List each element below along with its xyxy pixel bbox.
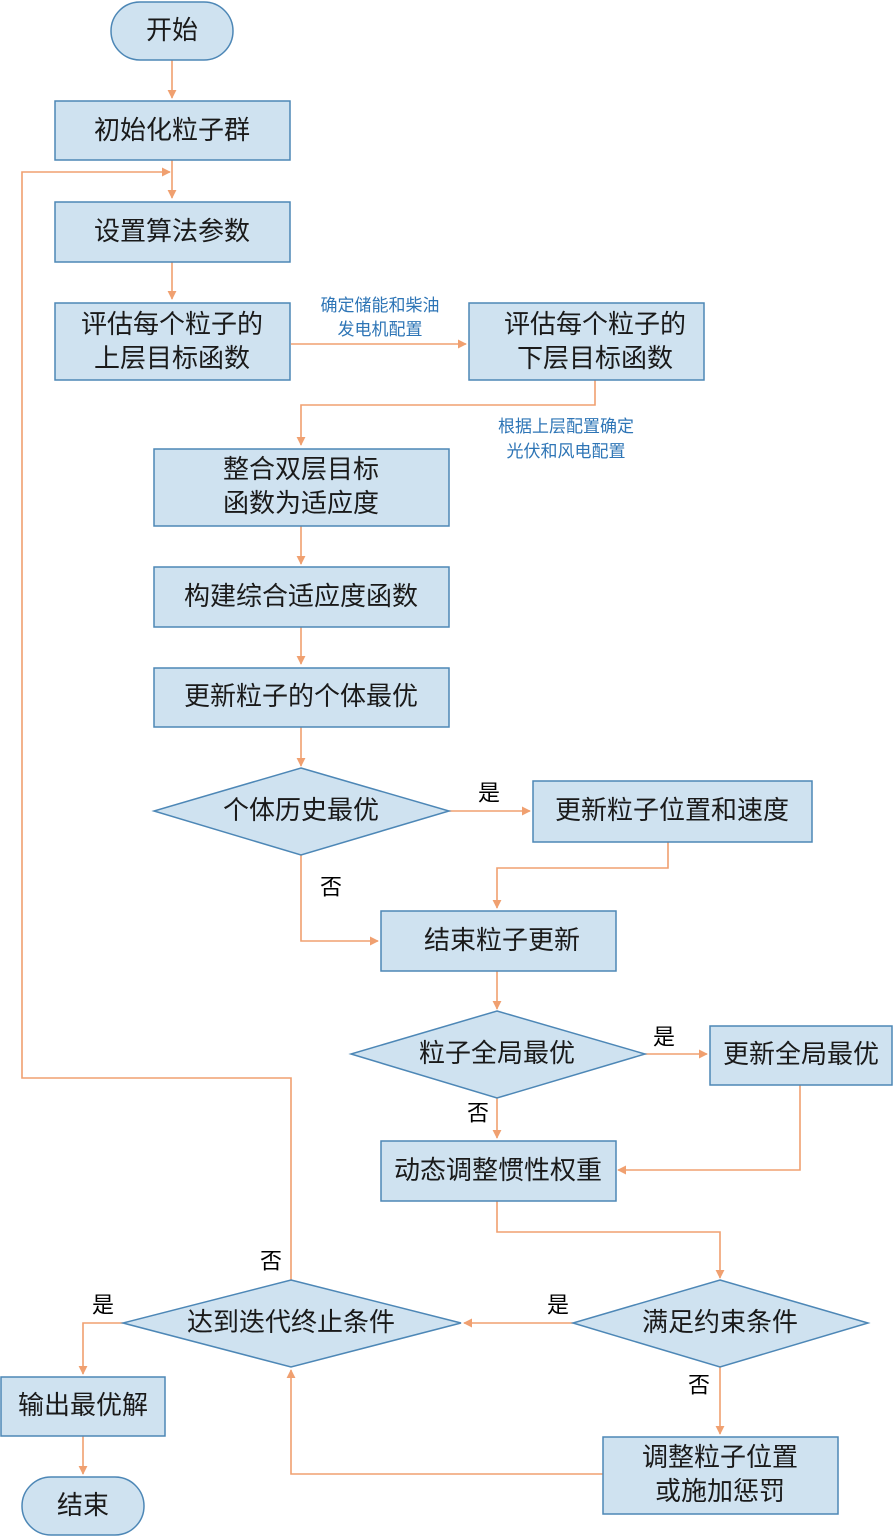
- init-swarm-node: 初始化粒子群: [54, 100, 291, 161]
- arrow-lower-to-integrate: [296, 380, 596, 446]
- note-storage-diesel: 确定储能和柴油 发电机配置: [321, 296, 440, 340]
- integrate-node: 整合双层目标 函数为适应度: [153, 448, 450, 527]
- note-storage-diesel-line-1: 确定储能和柴油: [321, 296, 440, 316]
- termination-decision: 达到迭代终止条件: [120, 1279, 462, 1368]
- arrow-loop-back: [21, 167, 292, 1282]
- adjust-inertia-label: 动态调整惯性权重: [394, 1156, 602, 1186]
- init-swarm-label: 初始化粒子群: [94, 116, 250, 146]
- eval-lower-line-1: 评估每个粒子的: [504, 310, 686, 340]
- note-pv-wind-line-2: 光伏和风电配置: [507, 442, 626, 462]
- global-best-label: 粒子全局最优: [419, 1039, 575, 1069]
- label-no-termination: 否: [260, 1250, 282, 1275]
- update-pos-vel-label: 更新粒子位置和速度: [555, 796, 789, 826]
- update-pbest-label: 更新粒子的个体最优: [184, 682, 418, 712]
- adjust-penalty-node: 调整粒子位置 或施加惩罚: [602, 1436, 839, 1515]
- constraints-label: 满足约束条件: [642, 1308, 798, 1338]
- set-params-node: 设置算法参数: [54, 201, 291, 263]
- adjust-inertia-node: 动态调整惯性权重: [380, 1140, 617, 1202]
- personal-best-label: 个体历史最优: [223, 796, 379, 826]
- update-gbest-node: 更新全局最优: [709, 1025, 893, 1086]
- integrate-line-2: 函数为适应度: [223, 489, 379, 519]
- connectors: [21, 60, 801, 1475]
- start-node: 开始: [110, 1, 234, 61]
- arrow-inertia-to-constraints: [496, 1201, 725, 1279]
- label-yes-termination: 是: [92, 1294, 114, 1319]
- personal-best-decision: 个体历史最优: [151, 767, 452, 856]
- note-storage-diesel-line-2: 发电机配置: [338, 320, 423, 340]
- update-pos-vel-node: 更新粒子位置和速度: [532, 780, 813, 843]
- arrow-penalty-to-termination: [286, 1369, 603, 1475]
- build-fitness-label: 构建综合适应度函数: [184, 582, 418, 612]
- eval-upper-line-1: 评估每个粒子的: [81, 310, 263, 340]
- label-no-constraints: 否: [688, 1374, 710, 1399]
- label-no-global-best: 否: [467, 1102, 489, 1127]
- eval-upper-node: 评估每个粒子的 上层目标函数: [54, 302, 291, 381]
- end-node: 结束: [21, 1476, 145, 1536]
- arrow-update-to-end: [492, 842, 669, 909]
- integrate-line-1: 整合双层目标: [223, 455, 379, 485]
- termination-label: 达到迭代终止条件: [187, 1308, 395, 1338]
- adjust-penalty-line-2: 或施加惩罚: [655, 1477, 785, 1507]
- label-yes-constraints: 是: [547, 1294, 569, 1319]
- output-label: 输出最优解: [18, 1391, 148, 1421]
- note-pv-wind: 根据上层配置确定 光伏和风电配置: [498, 417, 634, 462]
- label-yes-global-best: 是: [653, 1026, 675, 1051]
- label-yes-personal-best: 是: [478, 782, 500, 807]
- end-label: 结束: [57, 1491, 109, 1521]
- build-fitness-node: 构建综合适应度函数: [153, 566, 450, 628]
- eval-upper-line-2: 上层目标函数: [94, 344, 250, 374]
- eval-lower-line-2: 下层目标函数: [517, 344, 673, 374]
- end-update-label: 结束粒子更新: [424, 926, 580, 956]
- arrow-gbest-to-inertia: [617, 1085, 801, 1175]
- constraints-decision: 满足约束条件: [570, 1279, 871, 1368]
- global-best-decision: 粒子全局最优: [348, 1010, 648, 1099]
- eval-lower-node: 评估每个粒子的 下层目标函数: [468, 302, 705, 381]
- note-pv-wind-line-1: 根据上层配置确定: [498, 417, 634, 437]
- output-node: 输出最优解: [0, 1376, 166, 1437]
- label-no-personal-best: 否: [320, 876, 342, 901]
- update-gbest-label: 更新全局最优: [723, 1040, 879, 1070]
- adjust-penalty-line-1: 调整粒子位置: [642, 1443, 798, 1473]
- end-update-node: 结束粒子更新: [380, 910, 617, 972]
- arrow-termination-yes: [78, 1322, 123, 1375]
- update-pbest-node: 更新粒子的个体最优: [153, 667, 450, 728]
- start-label: 开始: [146, 16, 198, 46]
- arrow-decision1-no: [300, 855, 379, 946]
- set-params-label: 设置算法参数: [94, 217, 250, 247]
